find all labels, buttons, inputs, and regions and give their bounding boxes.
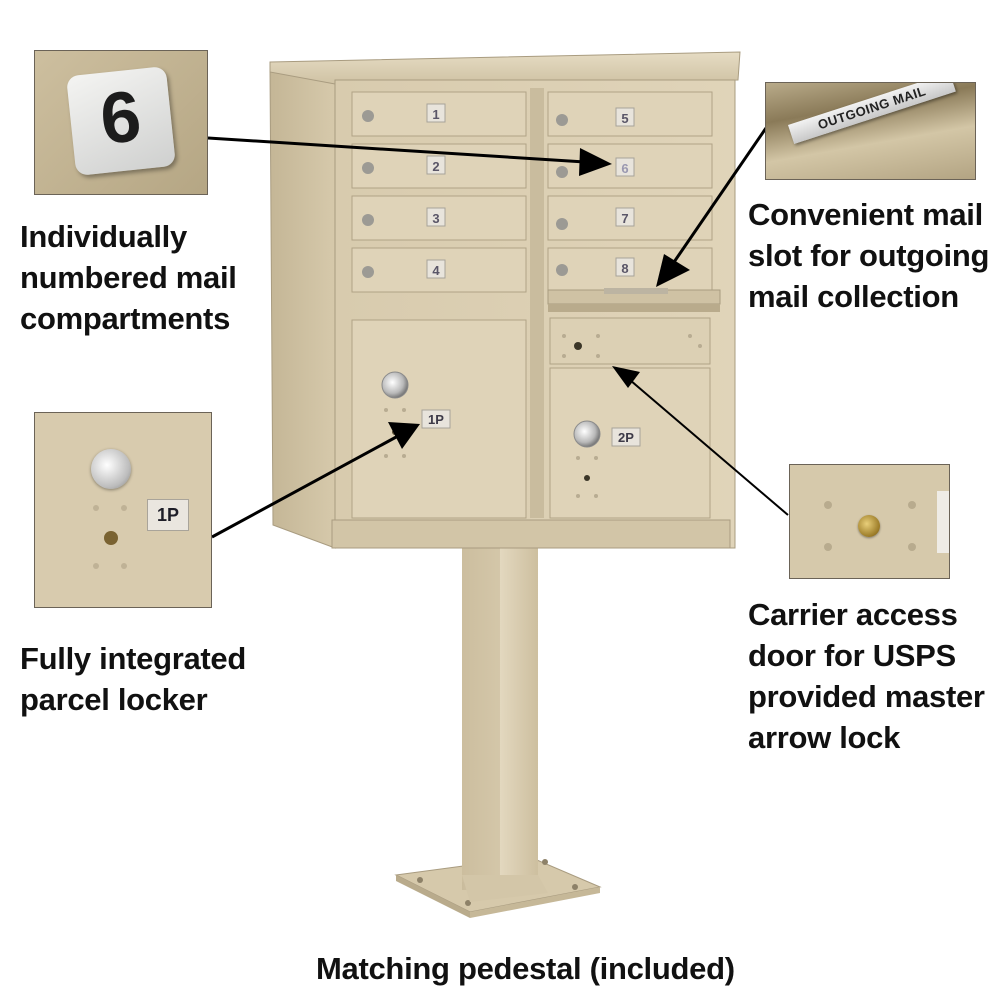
parcel-number-1p: 1P [428, 412, 444, 427]
pedestal [394, 545, 602, 918]
carrier-access-door [549, 317, 711, 365]
door-number-5: 5 [621, 111, 628, 126]
door-number-7: 7 [621, 211, 628, 226]
inset-carrier-access [789, 464, 950, 579]
inset-parcel-locker: 1P [34, 412, 212, 608]
door-number-1: 1 [432, 107, 439, 122]
outgoing-mail-label: OUTGOING MAIL [788, 83, 956, 145]
parcel-tag-text: 1P [156, 505, 180, 525]
door-number-4: 4 [432, 263, 440, 278]
caption-parcel-locker: Fully integrated parcel locker [20, 641, 247, 717]
callout-arrows [207, 127, 789, 539]
parcel-locker-1 [351, 319, 527, 519]
door-number-2: 2 [432, 159, 439, 174]
caption-numbered-compartments: Individually numbered mail compartments [20, 219, 237, 336]
number-tag-plate: 6 [66, 66, 176, 176]
parcel-locker-2 [549, 367, 711, 519]
parcel-tag-plate: 1P [147, 499, 189, 531]
compartment-doors-left [351, 91, 527, 293]
door-number-8: 8 [621, 261, 628, 276]
door-number-6: 6 [621, 161, 628, 176]
outgoing-mail-label-text: OUTGOING MAIL [815, 83, 928, 133]
caption-carrier-access: Carrier access door for USPS provided ma… [748, 597, 985, 755]
carrier-lock-icon [858, 515, 880, 537]
number-tag-text: 6 [96, 76, 145, 160]
compartment-doors-right [547, 91, 713, 293]
inset-outgoing-mail: OUTGOING MAIL [765, 82, 976, 180]
caption-pedestal: Matching pedestal (included) [316, 951, 735, 986]
parcel-lock-icon [91, 449, 131, 489]
inset-number-tag: 6 [34, 50, 208, 195]
parcel-number-2p: 2P [618, 430, 634, 445]
door-number-3: 3 [432, 211, 439, 226]
outgoing-mail-slot [547, 288, 721, 312]
caption-outgoing-slot: Convenient mail slot for outgoing mail c… [748, 197, 990, 314]
parcel-keyhole-icon [104, 531, 118, 545]
